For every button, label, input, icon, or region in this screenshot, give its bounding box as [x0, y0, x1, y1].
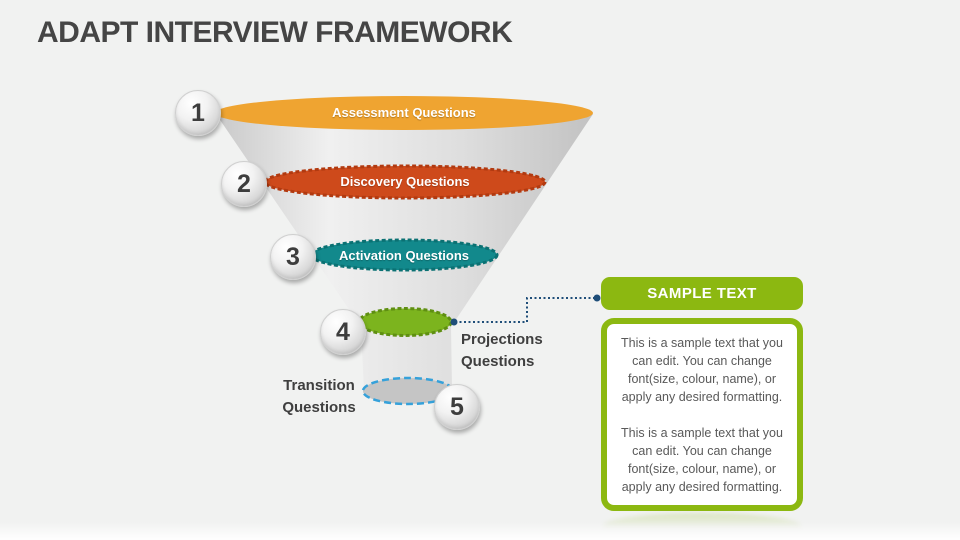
- funnel-level-ellipse-2: [263, 164, 547, 200]
- callout-paragraph-1: This is a sample text that you can edit.…: [621, 336, 783, 404]
- page-title: ADAPT INTERVIEW FRAMEWORK: [37, 16, 513, 49]
- level-label-projections: Projections Questions: [461, 331, 543, 370]
- callout-title: SAMPLE TEXT: [647, 285, 757, 302]
- funnel-level-ellipse-1: [215, 96, 593, 130]
- bottom-fade: [0, 522, 960, 540]
- callout-paragraph-2: This is a sample text that you can edit.…: [621, 426, 783, 494]
- level-label-discovery: Discovery Questions: [340, 174, 470, 189]
- callout-body: This is a sample text that you can edit.…: [601, 318, 803, 511]
- level-badge-4: 4: [320, 309, 366, 355]
- level-badge-5: 5: [434, 384, 480, 430]
- level-badge-1: 1: [175, 90, 221, 136]
- funnel-level-ellipse-4: [357, 307, 453, 337]
- connector-dot-end: [593, 294, 601, 302]
- connector-dot-start: [450, 318, 458, 326]
- callout-header: SAMPLE TEXT: [601, 277, 803, 310]
- level-label-assessment: Assessment Questions: [332, 105, 476, 120]
- level-label-activation: Activation Questions: [338, 248, 470, 263]
- level-badge-3: 3: [270, 234, 316, 280]
- connector-line: [455, 297, 597, 323]
- level-badge-2: 2: [221, 161, 267, 207]
- level-label-transition: Transition Questions: [282, 377, 356, 416]
